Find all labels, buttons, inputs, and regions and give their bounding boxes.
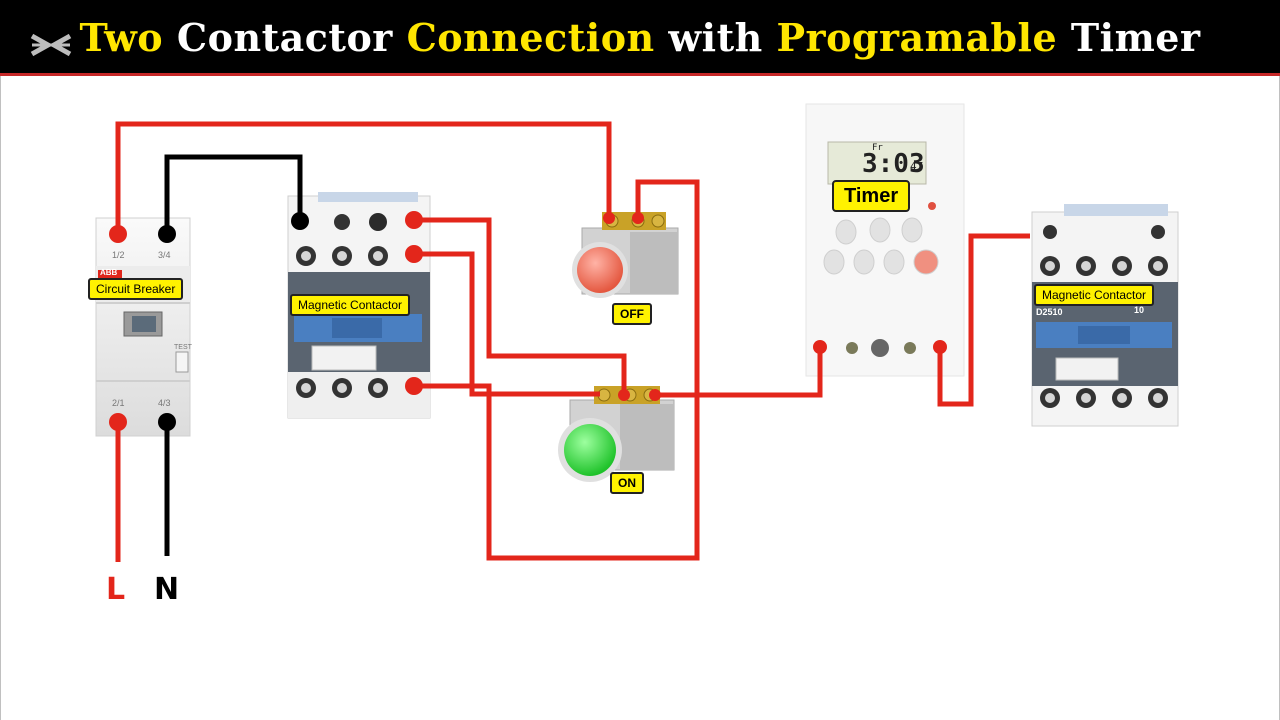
- title-word: Connection: [406, 15, 655, 60]
- page-title: Two Contactor Connection with Programabl…: [0, 13, 1280, 63]
- timer-day: Fr: [872, 143, 883, 153]
- title-word: Two: [79, 15, 164, 60]
- timer-label: Timer: [832, 180, 911, 212]
- timer-seconds: 47: [910, 160, 924, 173]
- breaker-terminal-label: 1/2: [112, 250, 125, 260]
- magnetic-contactor-right: [1031, 204, 1179, 427]
- wire-neutral-top: [164, 154, 303, 234]
- breaker-terminal-label: 2/1: [112, 398, 125, 408]
- wire-line-to-off: [115, 121, 612, 234]
- timer-time: 3:03: [862, 149, 925, 179]
- line-label: L: [106, 572, 126, 607]
- red-wires: [115, 121, 1030, 562]
- title-word: Timer: [1070, 15, 1201, 60]
- capcut-logo-icon: [30, 33, 72, 57]
- on-push-button: [558, 386, 675, 482]
- title-word: Programable: [776, 15, 1058, 60]
- contactor-model: D2510: [1036, 307, 1063, 317]
- off-push-button: [572, 212, 679, 298]
- title-word: with: [668, 15, 763, 60]
- circuit-breaker-label: Circuit Breaker: [88, 278, 184, 300]
- off-button-label: OFF: [612, 303, 652, 325]
- neutral-label: N: [154, 572, 180, 607]
- contactor-rating: 10: [1134, 305, 1145, 315]
- black-wires: [164, 154, 303, 556]
- circuit-breaker: [95, 217, 191, 437]
- contactor-right-label: Magnetic Contactor: [1034, 284, 1155, 306]
- breaker-terminal-label: 3/4: [158, 250, 171, 260]
- wire-off-to-return: [414, 179, 700, 561]
- breaker-brand-label: ABB: [100, 268, 118, 277]
- terminal-dots: [109, 211, 947, 431]
- programmable-timer: [805, 103, 965, 377]
- contactor-left-label: Magnetic Contactor: [290, 294, 411, 316]
- wire-on-to-timer: [655, 347, 823, 398]
- wire-timer-to-contactor: [937, 233, 1030, 407]
- on-button-label: ON: [610, 472, 644, 494]
- breaker-test-label: TEST: [174, 344, 192, 351]
- breaker-terminal-label: 4/3: [158, 398, 171, 408]
- wire-coil: [414, 251, 600, 397]
- title-bar: Two Contactor Connection with Programabl…: [0, 0, 1280, 76]
- wire-aux-to-on: [414, 217, 627, 395]
- title-word: Contactor: [176, 15, 393, 60]
